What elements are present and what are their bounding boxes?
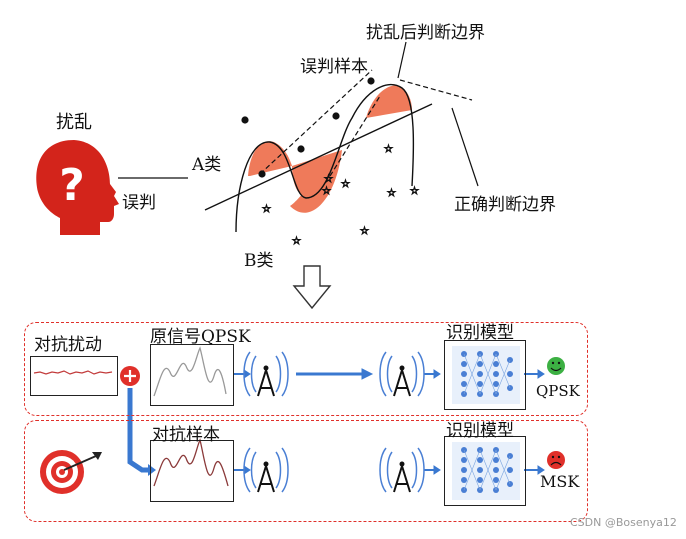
watermark: CSDN @Bosenya12 (570, 516, 677, 529)
dashed-guide-1 (259, 69, 373, 175)
antenna-tx-icon (243, 447, 289, 493)
neural-network-icon (452, 346, 520, 404)
model-panel-1 (444, 340, 526, 410)
misjudge-sample-label: 误判样本 (300, 57, 368, 77)
perturbation-noise (33, 370, 113, 375)
misjudge-label: 误判 (122, 193, 156, 213)
dashed-guide-3 (399, 79, 473, 101)
antenna-tx-icon (243, 351, 289, 397)
class-b-point: ☆ (387, 188, 396, 199)
class-b-point: ☆ (324, 174, 333, 185)
antenna-rx-icon (379, 351, 425, 397)
adversarial-signal-panel (150, 440, 234, 502)
correct-boundary-label: 正确判断边界 (454, 195, 556, 215)
correct-label-pointer (451, 107, 479, 187)
happy-face-icon (547, 357, 565, 375)
class-b-point: ☆ (322, 186, 331, 197)
row1-dashed-box (24, 322, 588, 416)
attacker-head-icon: ? (36, 140, 120, 235)
row1-arrows (234, 368, 545, 380)
result-msk: MSK (540, 472, 580, 491)
class-b-point: ☆ (262, 204, 271, 215)
class-a-points (241, 77, 375, 178)
result-qpsk: QPSK (536, 382, 580, 400)
perturbation-label: 对抗扰动 (34, 335, 102, 355)
correct-boundary-line (204, 103, 433, 211)
perturbed-label-pointer (397, 41, 407, 79)
class-b-point: ☆ (410, 186, 419, 197)
class-b-label: B类 (244, 251, 274, 271)
perturbed-boundary-curve (235, 83, 415, 233)
qpsk-signal-label: 原信号QPSK (150, 327, 251, 347)
adversarial-waveform (153, 438, 229, 487)
class-b-point: ☆ (360, 226, 369, 237)
class-b-point: ☆ (292, 236, 301, 247)
sad-face-icon (547, 451, 565, 469)
class-a-point (241, 116, 249, 124)
model-panel-2 (444, 436, 526, 506)
class-a-point (258, 170, 266, 178)
class-b-point: ☆ (384, 144, 393, 155)
perturbation-panel (30, 356, 118, 396)
class-a-point (297, 145, 305, 153)
class-b-points: ☆ ☆ ☆ ☆ ☆ ☆ ☆ ☆ ☆ (262, 144, 420, 248)
qpsk-waveform (153, 346, 227, 397)
perturbed-boundary-label: 扰乱后判断边界 (366, 23, 485, 43)
down-arrow-icon (292, 265, 332, 310)
row2-dashed-box (24, 420, 588, 522)
model-label-1: 识别模型 (446, 323, 514, 343)
antenna-rx-icon (379, 447, 425, 493)
model-label-2: 识别模型 (446, 421, 514, 441)
class-a-label: A类 (192, 155, 222, 175)
svg-text:?: ? (59, 160, 85, 211)
row2-connector (127, 388, 150, 473)
adversarial-sample-label: 对抗样本 (152, 425, 220, 445)
neural-network-icon (452, 442, 520, 500)
qpsk-signal-panel (150, 344, 234, 406)
misjudge-region-1 (248, 141, 292, 176)
class-a-point (332, 112, 340, 120)
attacker-label: 扰乱 (56, 112, 92, 133)
class-b-point: ☆ (341, 179, 350, 190)
misjudge-region-4 (366, 85, 412, 118)
misjudge-region-2 (292, 150, 342, 196)
class-a-point (367, 77, 375, 85)
target-icon (40, 450, 102, 494)
